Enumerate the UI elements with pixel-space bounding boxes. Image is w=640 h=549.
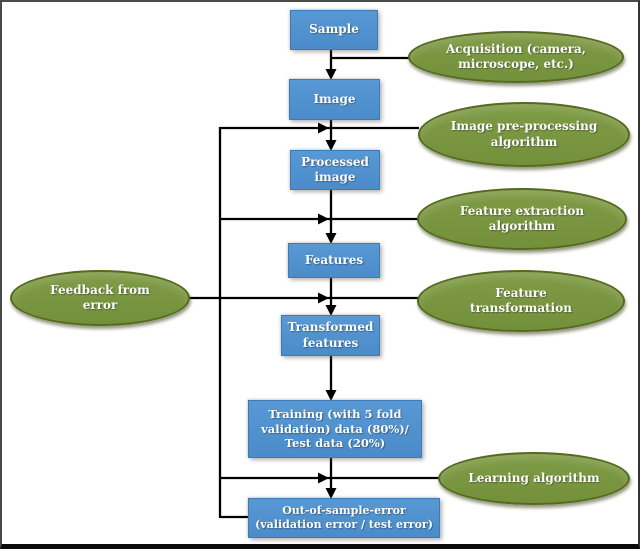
arrowhead-junction-learning [318,472,329,484]
node-transformed-features: Transformed features [281,315,380,356]
node-transformation-label-line2: transformation [470,301,572,315]
node-acquisition-label-line1: Acquisition (camera, [446,41,586,56]
node-image: Image [289,79,380,120]
node-extraction-label-line1: Feature extraction [459,203,585,218]
node-learning-label: Learning algorithm [468,470,600,485]
arrowhead-junction-preprocessing [318,122,329,134]
arrowhead-into-features [325,233,337,244]
node-feature-transformation: Feature transformation [417,270,625,332]
arrowhead-junction-extraction [318,213,329,225]
node-processed-image-label-line1: Processed [301,154,369,169]
node-transformation-label-line1: Feature [495,285,547,300]
node-training-label-line1: Training (with 5 fold [268,406,402,421]
node-preprocessing-label-line1: Image pre-processing [450,119,598,134]
node-sample: Sample [290,10,378,50]
arrowhead-into-out [325,488,337,499]
node-feedback-from-error: Feedback from error [10,270,190,326]
node-processed-image-label-line2: image [314,170,356,184]
arrowhead-junction-transformation [318,292,329,304]
node-processed-image: Processed image [290,150,380,190]
node-out-of-sample-error: Out-of-sample-error (validation error / … [248,498,440,538]
node-acquisition-label-line2: microscope, etc.) [458,57,574,71]
node-feedback-label-line2: error [82,298,118,312]
node-training-label-line2: validation) data (80%)/ [261,421,409,436]
arrowhead-into-image [325,69,337,80]
node-features: Features [288,243,380,278]
arrowhead-into-processed [325,140,337,151]
node-image-preprocessing-algorithm: Image pre-processing algorithm [418,102,630,167]
arrowhead-into-training [325,390,337,401]
node-image-label: Image [313,91,356,106]
node-out-label-line2: (validation error / test error) [255,518,433,531]
node-transformed-features-label-line2: features [302,335,359,350]
connector-arrowheads [318,69,337,499]
node-features-label: Features [304,252,364,267]
node-extraction-label-line2: algorithm [488,219,556,233]
node-training-label-line3: Test data (20%) [284,436,386,451]
node-training-test-data: Training (with 5 fold validation) data (… [248,400,422,458]
node-sample-label: Sample [309,22,359,37]
arrowhead-into-transformed [325,305,337,316]
node-transformed-features-label-line1: Transformed [287,320,374,335]
node-learning-algorithm: Learning algorithm [438,452,630,505]
node-acquisition: Acquisition (camera, microscope, etc.) [408,31,624,83]
node-preprocessing-label-line2: algorithm [490,134,558,149]
node-feature-extraction-algorithm: Feature extraction algorithm [417,188,627,250]
node-out-label-line1: Out-of-sample-error [282,503,406,517]
node-feedback-label-line1: Feedback from [50,282,150,297]
